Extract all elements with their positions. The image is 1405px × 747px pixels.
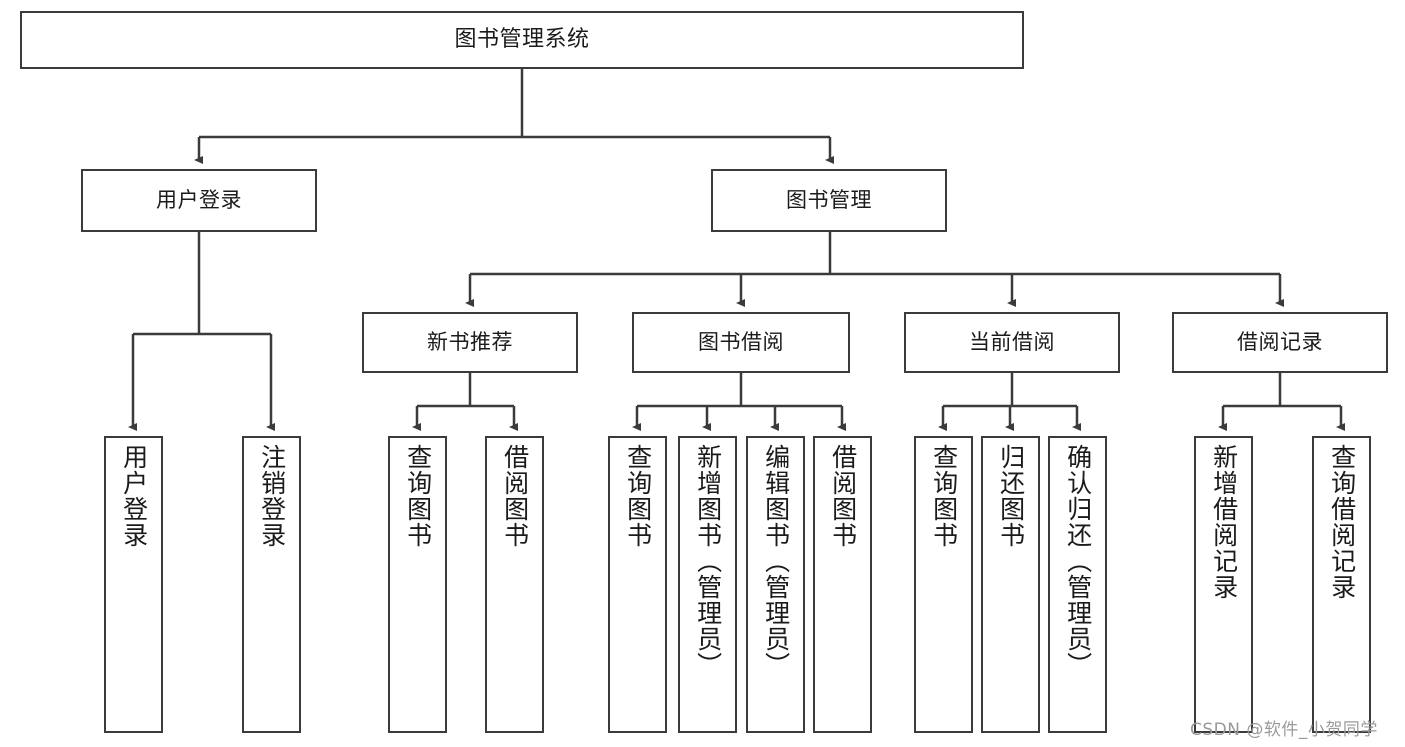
node-label: 查询图书: [403, 444, 433, 548]
node-label: 图书管理: [786, 188, 872, 213]
node-label: 当前借阅: [969, 330, 1055, 355]
leaf-borrow-book-borrow[interactable]: 借阅图书: [813, 436, 872, 733]
leaf-query-borrow-record[interactable]: 查询借阅记录: [1312, 436, 1371, 733]
leaf-user-logout[interactable]: 注销登录: [242, 436, 301, 733]
node-book-manage[interactable]: 图书管理: [711, 169, 947, 232]
csdn-watermark: CSDN @软件_小贺同学: [1190, 720, 1378, 740]
node-new-book-recommendation[interactable]: 新书推荐: [362, 312, 578, 373]
node-label: 图书管理系统: [454, 27, 590, 53]
node-label: 借阅记录: [1237, 330, 1323, 355]
node-label: 新增借阅记录: [1209, 444, 1239, 600]
node-label: 用户登录: [156, 188, 242, 213]
leaf-query-book-borrow[interactable]: 查询图书: [608, 436, 667, 733]
node-label: 归还图书: [996, 444, 1026, 548]
leaf-query-book-current[interactable]: 查询图书: [914, 436, 973, 733]
node-book-borrow[interactable]: 图书借阅: [632, 312, 850, 373]
leaf-return-book[interactable]: 归还图书: [981, 436, 1040, 733]
node-borrow-record[interactable]: 借阅记录: [1172, 312, 1388, 373]
node-label: 图书借阅: [698, 330, 784, 355]
node-label: 查询图书: [623, 444, 653, 548]
node-current-borrow[interactable]: 当前借阅: [904, 312, 1120, 373]
leaf-confirm-return-admin[interactable]: 确认归还（管理员）: [1048, 436, 1107, 733]
node-label: 用户登录: [119, 444, 149, 548]
node-label: 新书推荐: [427, 330, 513, 355]
leaf-add-borrow-record[interactable]: 新增借阅记录: [1194, 436, 1253, 733]
node-label: 编辑图书（管理员）: [761, 444, 791, 678]
leaf-borrow-book-new-book[interactable]: 借阅图书: [485, 436, 544, 733]
leaf-query-book-new-book[interactable]: 查询图书: [388, 436, 447, 733]
node-label: 借阅图书: [500, 444, 530, 548]
node-label: 确认归还（管理员）: [1063, 444, 1093, 678]
leaf-add-book-admin[interactable]: 新增图书（管理员）: [678, 436, 737, 733]
leaf-user-login[interactable]: 用户登录: [104, 436, 163, 733]
node-user-login[interactable]: 用户登录: [81, 169, 317, 232]
node-label: 查询借阅记录: [1327, 444, 1357, 600]
node-label: 借阅图书: [828, 444, 858, 548]
node-label: 查询图书: [929, 444, 959, 548]
node-label: 新增图书（管理员）: [693, 444, 723, 678]
node-label: 注销登录: [257, 444, 287, 548]
leaf-edit-book-admin[interactable]: 编辑图书（管理员）: [746, 436, 805, 733]
node-root-book-management-system[interactable]: 图书管理系统: [20, 11, 1024, 69]
